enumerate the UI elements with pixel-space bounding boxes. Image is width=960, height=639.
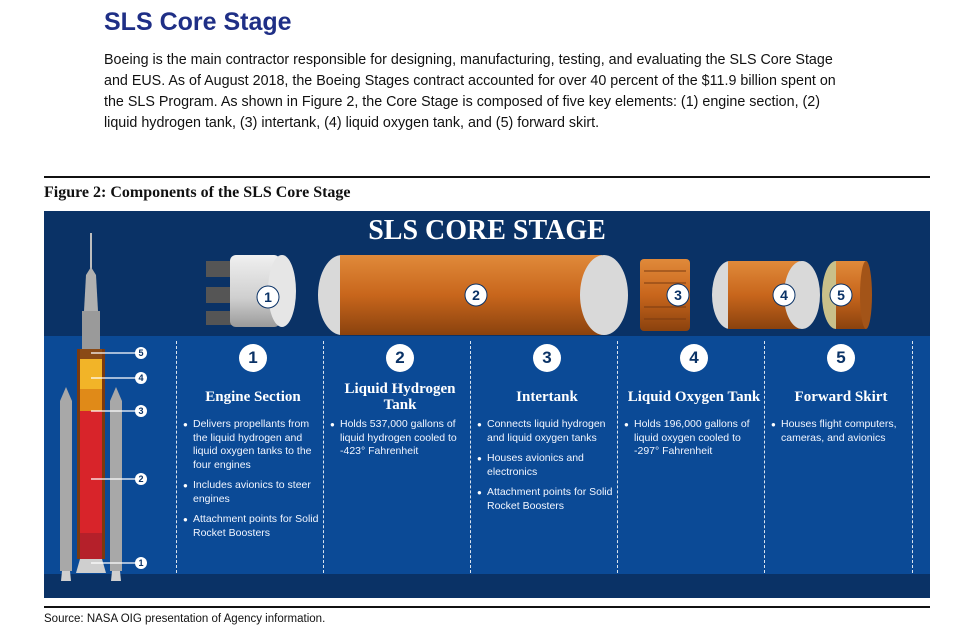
rocket-marker-4: 4	[138, 373, 143, 383]
component-bullet: Holds 196,000 gallons of liquid oxygen c…	[624, 418, 764, 459]
component-bullet: Houses flight computers, cameras, and av…	[771, 418, 911, 445]
component-name: Intertank	[516, 389, 578, 405]
core-intertank	[79, 389, 103, 411]
component-bullet: Attachment points for Solid Rocket Boost…	[477, 486, 617, 513]
core-engine-section	[79, 533, 103, 559]
component-number: 2	[386, 344, 414, 372]
component-engine-section: 1 Engine Section Delivers propellants fr…	[183, 344, 323, 547]
column-divider	[617, 341, 618, 573]
engine-section-illustration	[206, 255, 296, 327]
source-note: Source: NASA OIG presentation of Agency …	[44, 613, 326, 625]
intertank-illustration	[640, 259, 690, 331]
figure-top-rule	[44, 176, 930, 178]
part-number-2: 2	[472, 287, 480, 303]
column-divider	[470, 341, 471, 573]
page-title: SLS Core Stage	[104, 8, 292, 36]
component-number: 4	[680, 344, 708, 372]
component-bullet: Includes avionics to steer engines	[183, 479, 323, 506]
booster-left	[60, 387, 72, 571]
rocket-illustration: 5 4 3 2 1	[60, 233, 147, 581]
rocket-marker-1: 1	[138, 558, 143, 568]
core-lox-tank	[79, 359, 103, 389]
component-name: Liquid Oxygen Tank	[627, 389, 761, 405]
part-number-1: 1	[264, 289, 272, 305]
column-divider	[323, 341, 324, 573]
exploded-components: 1 2 3 4 5	[206, 255, 872, 335]
component-name: Engine Section	[205, 389, 301, 405]
component-bullet: Delivers propellants from the liquid hyd…	[183, 418, 323, 472]
component-number: 1	[239, 344, 267, 372]
component-intertank: 3 Intertank Connects liquid hydrogen and…	[477, 344, 617, 520]
column-divider	[764, 341, 765, 573]
body-paragraph: Boeing is the main contractor responsibl…	[104, 52, 836, 131]
component-lox-tank: 4 Liquid Oxygen Tank Holds 196,000 gallo…	[624, 344, 764, 466]
component-number: 5	[827, 344, 855, 372]
figure-bottom-rule	[44, 606, 930, 608]
column-divider	[176, 341, 177, 573]
rocket-marker-2: 2	[138, 474, 143, 484]
component-bullet: Connects liquid hydrogen and liquid oxyg…	[477, 418, 617, 445]
component-lh2-tank: 2 Liquid Hydrogen Tank Holds 537,000 gal…	[330, 344, 470, 466]
core-lh2-tank	[79, 411, 103, 533]
component-forward-skirt: 5 Forward Skirt Houses flight computers,…	[771, 344, 911, 452]
part-number-3: 3	[674, 287, 682, 303]
figure-title: SLS CORE STAGE	[368, 215, 606, 246]
component-number: 3	[533, 344, 561, 372]
part-number-5: 5	[837, 287, 845, 303]
rocket-nose	[84, 267, 98, 311]
rocket-marker-5: 5	[138, 348, 143, 358]
component-bullet: Holds 537,000 gallons of liquid hydrogen…	[330, 418, 470, 459]
part-number-4: 4	[780, 287, 788, 303]
core-stage-figure: SLS CORE STAGE	[44, 211, 930, 598]
column-divider	[912, 341, 913, 573]
component-bullet: Attachment points for Solid Rocket Boost…	[183, 513, 323, 540]
component-bullet: Houses avionics and electronics	[477, 452, 617, 479]
core-forward-skirt	[79, 349, 103, 359]
figure-caption: Figure 2: Components of the SLS Core Sta…	[44, 184, 351, 201]
lox-tank-illustration	[712, 261, 820, 329]
component-name: Liquid Hydrogen Tank	[344, 381, 456, 413]
figure-footer-band	[44, 574, 930, 598]
component-name: Forward Skirt	[794, 389, 888, 405]
rocket-marker-3: 3	[138, 406, 143, 416]
